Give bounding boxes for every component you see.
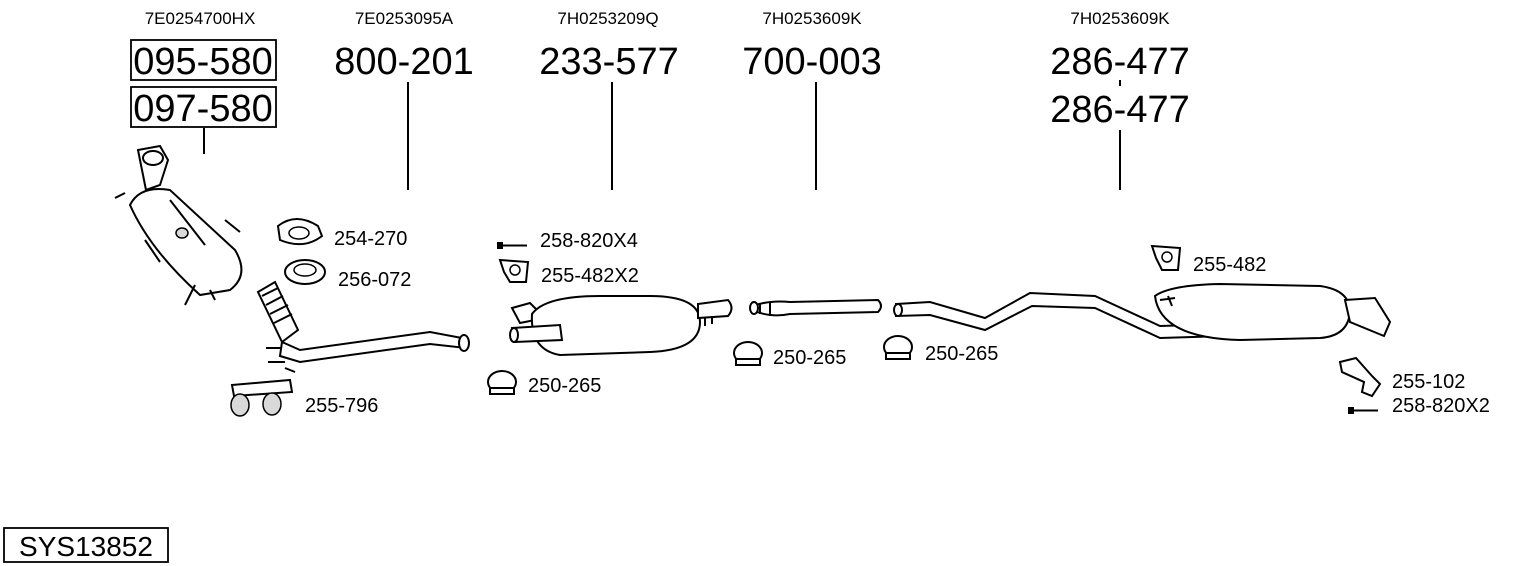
- accessory-label[interactable]: 250-265: [925, 343, 998, 365]
- intermediate-pipe-drawing[interactable]: [749, 298, 882, 317]
- pipe-clamp-icon[interactable]: [733, 341, 763, 366]
- pipe-clamp-icon[interactable]: [487, 370, 517, 395]
- part-number-catalyst-1[interactable]: 095-580: [133, 41, 272, 83]
- bolt-icon[interactable]: [497, 242, 527, 249]
- rubber-mount-icon[interactable]: [230, 378, 294, 417]
- part-number-box: [130, 86, 277, 128]
- rear-silencer-drawing[interactable]: [893, 282, 1392, 342]
- part-number-center-silencer[interactable]: 233-577: [539, 41, 678, 83]
- pipe-clamp-icon[interactable]: [883, 335, 913, 360]
- accessory-label[interactable]: 258-820X4: [540, 230, 638, 252]
- accessory-label[interactable]: 250-265: [773, 347, 846, 369]
- accessory-label[interactable]: 254-270: [334, 228, 407, 250]
- part-number-front-pipe[interactable]: 800-201: [334, 41, 473, 83]
- accessory-label[interactable]: 250-265: [528, 375, 601, 397]
- system-id: SYS13852: [19, 531, 153, 562]
- accessory-label[interactable]: 255-482X2: [541, 265, 639, 287]
- part-number-box: [130, 39, 277, 81]
- flange-gasket-icon[interactable]: [276, 218, 324, 246]
- oem-number-rear-silencer: 7H0253609K: [1070, 9, 1170, 28]
- accessory-label[interactable]: 255-102: [1392, 371, 1465, 393]
- rubber-hanger-icon[interactable]: [498, 258, 530, 283]
- part-number-rear-silencer-2[interactable]: 286-477: [1050, 89, 1189, 131]
- mounting-bracket-icon[interactable]: [1338, 356, 1382, 398]
- oem-number-center-silencer: 7H0253209Q: [557, 9, 658, 28]
- bolt-icon[interactable]: [1348, 407, 1378, 414]
- rubber-hanger-icon[interactable]: [1150, 244, 1182, 271]
- catalyst-drawing[interactable]: [114, 144, 243, 306]
- system-id-box: [3, 527, 169, 563]
- accessory-label[interactable]: 255-482: [1193, 254, 1266, 276]
- part-number-rear-silencer-1[interactable]: 286-477: [1050, 41, 1189, 83]
- oem-number-intermediate-pipe: 7H0253609K: [762, 9, 862, 28]
- part-number-intermediate-pipe[interactable]: 700-003: [742, 41, 881, 83]
- sealing-ring-icon[interactable]: [284, 259, 326, 285]
- oem-number-front-pipe: 7E0253095A: [355, 9, 454, 28]
- part-number-catalyst-2[interactable]: 097-580: [133, 88, 272, 130]
- accessory-label[interactable]: 256-072: [338, 269, 411, 291]
- front-pipe-drawing[interactable]: [256, 280, 470, 373]
- accessory-label[interactable]: 258-820X2: [1392, 395, 1490, 417]
- accessory-label[interactable]: 255-796: [305, 395, 378, 417]
- center-silencer-drawing[interactable]: [509, 295, 733, 357]
- oem-number-catalyst: 7E0254700HX: [145, 9, 256, 28]
